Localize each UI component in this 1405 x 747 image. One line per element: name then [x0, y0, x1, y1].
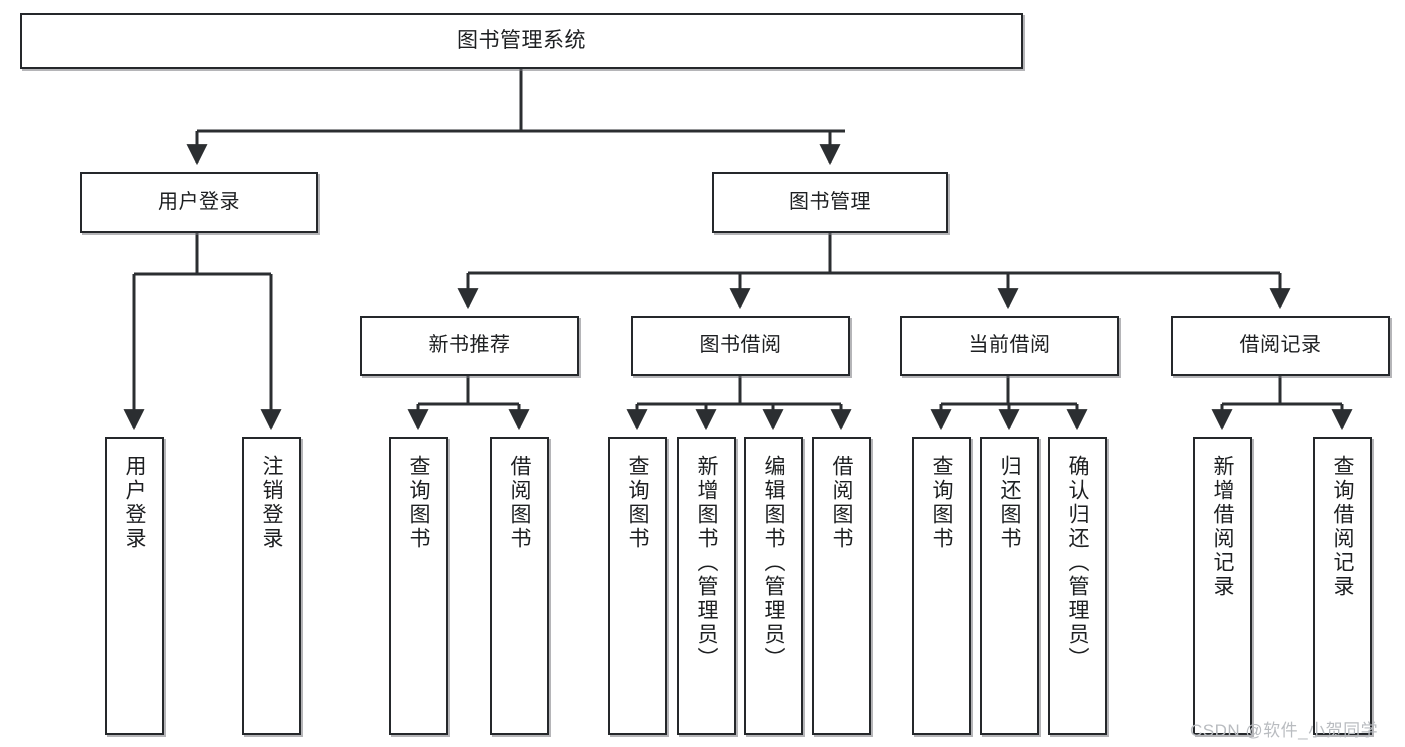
node-label: 新书推荐	[428, 334, 511, 357]
node-label: 当前借阅	[968, 334, 1051, 357]
node-label: 归还图书	[998, 455, 1021, 551]
node-current-borrow[interactable]: 当前借阅	[900, 316, 1119, 376]
node-label: 用户登录	[158, 190, 240, 213]
node-label: 编辑图书（管理员）	[762, 455, 785, 671]
leaf-query-borrow-record[interactable]: 查询借阅记录	[1313, 437, 1372, 735]
leaf-add-book-admin[interactable]: 新增图书（管理员）	[677, 437, 736, 735]
node-label: 借阅图书	[830, 455, 853, 551]
leaf-query-book-nb[interactable]: 查询图书	[389, 437, 448, 735]
node-label: 确认归还（管理员）	[1066, 455, 1089, 671]
node-label: 查询图书	[626, 455, 649, 551]
node-label: 查询图书	[407, 455, 430, 551]
node-label: 图书管理系统	[457, 28, 586, 52]
node-label: 图书管理	[789, 190, 871, 213]
node-label: 图书借阅	[699, 334, 782, 357]
leaf-query-book-bb[interactable]: 查询图书	[608, 437, 667, 735]
leaf-add-borrow-record[interactable]: 新增借阅记录	[1193, 437, 1252, 735]
node-new-book-recommend[interactable]: 新书推荐	[360, 316, 579, 376]
leaf-borrow-book-nb[interactable]: 借阅图书	[490, 437, 549, 735]
node-label: 注销登录	[260, 455, 283, 551]
leaf-return-book[interactable]: 归还图书	[980, 437, 1039, 735]
node-label: 借阅图书	[508, 455, 531, 551]
node-label: 查询图书	[930, 455, 953, 551]
node-book-management[interactable]: 图书管理	[712, 172, 948, 233]
node-root-system[interactable]: 图书管理系统	[20, 13, 1023, 69]
leaf-borrow-book-bb[interactable]: 借阅图书	[812, 437, 871, 735]
node-borrow-record[interactable]: 借阅记录	[1171, 316, 1390, 376]
node-label: 查询借阅记录	[1331, 455, 1354, 599]
leaf-logout[interactable]: 注销登录	[242, 437, 301, 735]
leaf-query-book-cb[interactable]: 查询图书	[912, 437, 971, 735]
node-label: 用户登录	[123, 455, 146, 551]
node-user-login[interactable]: 用户登录	[80, 172, 318, 233]
leaf-user-login[interactable]: 用户登录	[105, 437, 164, 735]
leaf-edit-book-admin[interactable]: 编辑图书（管理员）	[744, 437, 803, 735]
node-label: 新增图书（管理员）	[695, 455, 718, 671]
node-label: 借阅记录	[1239, 334, 1322, 357]
csdn-watermark: CSDN @软件_小贺同学	[1190, 721, 1379, 740]
leaf-confirm-return-admin[interactable]: 确认归还（管理员）	[1048, 437, 1107, 735]
node-label: 新增借阅记录	[1211, 455, 1234, 599]
node-book-borrow[interactable]: 图书借阅	[631, 316, 850, 376]
